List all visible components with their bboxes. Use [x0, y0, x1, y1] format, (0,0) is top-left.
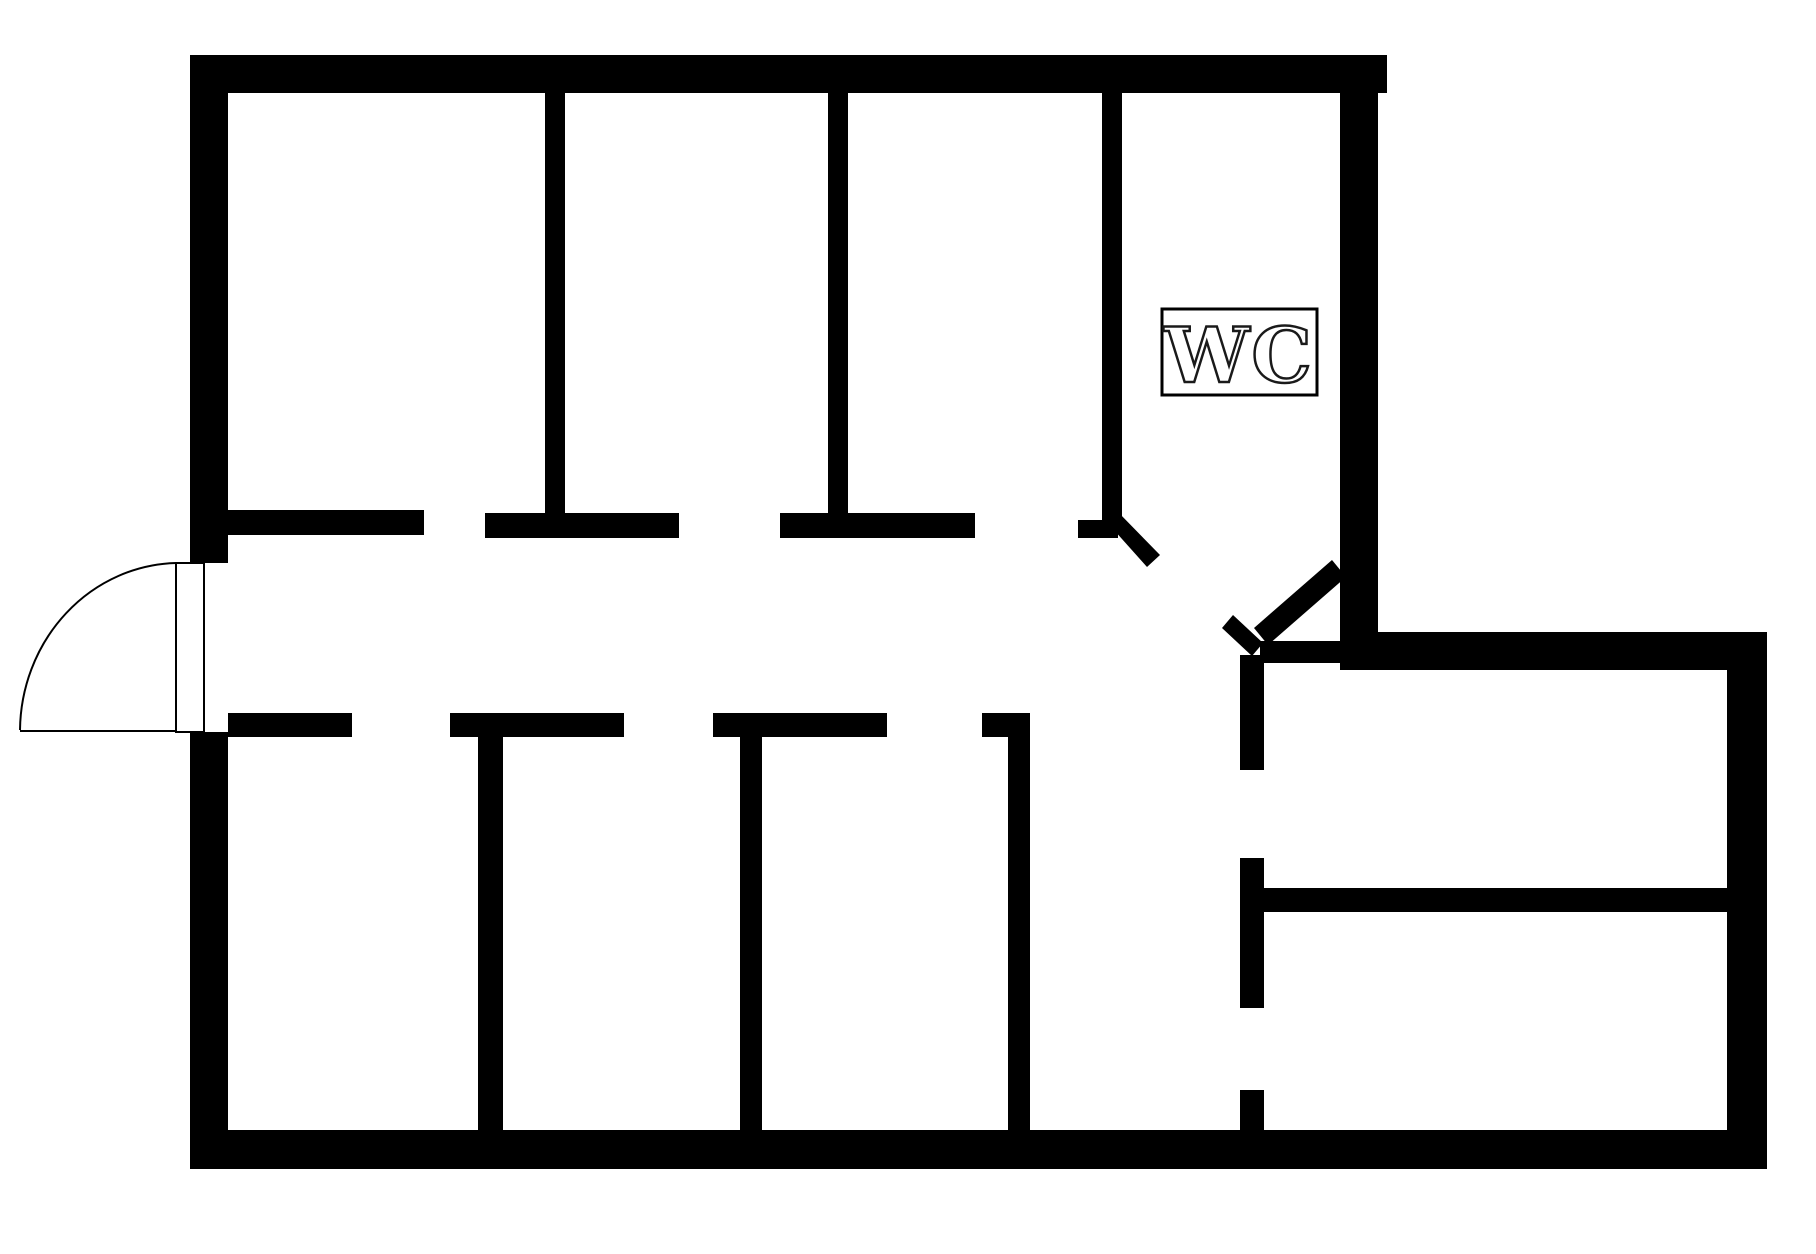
corridor-upper-segment-3: [780, 513, 975, 538]
door-swing-arc: [19, 562, 177, 731]
corridor-lower-segment-2: [450, 713, 624, 737]
corridor-lower-segment-1: [228, 713, 352, 737]
annex-vertical-segment-1: [1240, 655, 1264, 770]
wall-top: [190, 55, 1387, 93]
entrance-door[interactable]: [19, 562, 205, 733]
wall-right-upper: [1340, 55, 1378, 665]
annex-partition-walls: [1240, 655, 1727, 1130]
wc-diagonal-stub: [1222, 615, 1263, 656]
wall-annex-right: [1727, 632, 1767, 1169]
corridor-upper-segment-4: [1078, 520, 1118, 538]
wc-label-text: WC: [1163, 311, 1314, 400]
annex-horizontal-wall: [1264, 888, 1727, 912]
corridor-walls-upper: [228, 510, 1160, 567]
annex-vertical-segment-3: [1240, 1090, 1264, 1130]
wall-annex-top-inner: [1260, 641, 1350, 663]
wall-bottom: [190, 1130, 1767, 1169]
outer-walls: [190, 55, 1767, 1169]
partition-upper-1: [545, 93, 565, 523]
partition-lower-2: [740, 737, 762, 1130]
wall-left-upper: [190, 55, 228, 563]
wc-angled-wall: [1222, 560, 1346, 656]
partition-lower-3: [1008, 713, 1030, 1130]
corridor-lower-segment-3: [713, 713, 887, 737]
corridor-walls-lower: [228, 713, 1027, 737]
wall-annex-top: [1340, 632, 1767, 670]
door-leaf: [175, 562, 205, 733]
wc-label: WC: [1160, 307, 1319, 401]
corridor-upper-segment-2: [485, 513, 679, 538]
wc-label-box: [1160, 307, 1319, 397]
lower-partitions: [478, 713, 1030, 1130]
partition-upper-3: [1102, 93, 1122, 523]
upper-partitions: [545, 93, 1122, 523]
corridor-upper-angled-stub: [1105, 512, 1160, 567]
partition-lower-1: [478, 737, 503, 1130]
corridor-upper-segment-1: [228, 510, 424, 535]
annex-vertical-segment-2: [1240, 858, 1264, 1008]
partition-upper-2: [828, 93, 848, 523]
wc-diagonal-wall: [1254, 560, 1346, 645]
wall-left-lower: [190, 732, 228, 1169]
